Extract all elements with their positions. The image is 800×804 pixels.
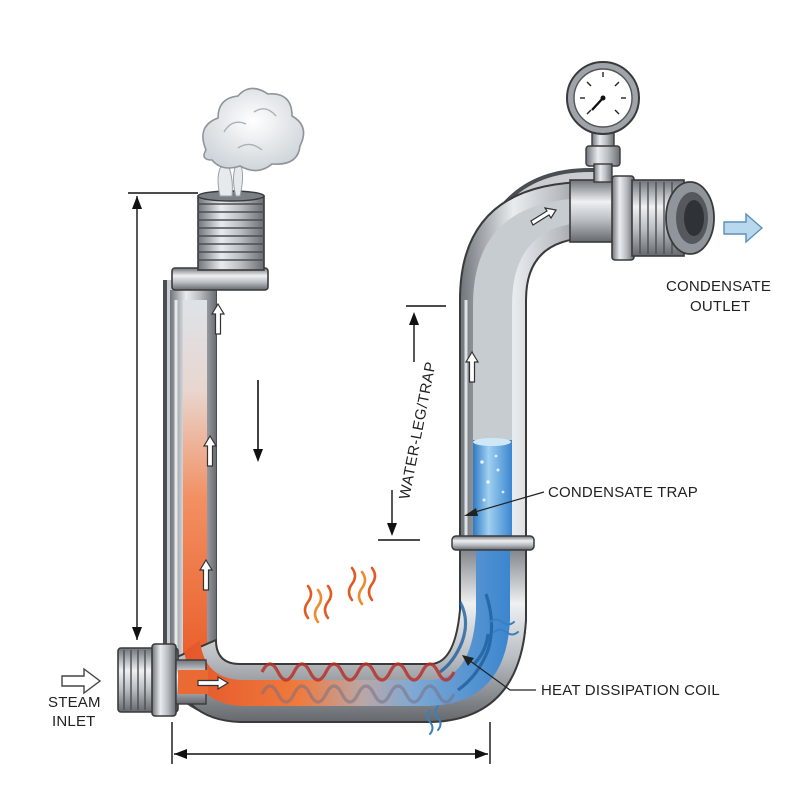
height-dimension	[128, 192, 198, 640]
condensate-outlet-label-line1: CONDENSATE	[666, 278, 771, 295]
steam-riser	[170, 290, 216, 680]
condensate-outlet-label-line2: OUTLET	[690, 298, 750, 315]
flow-arrow-icon	[197, 207, 557, 691]
width-dimension	[171, 722, 491, 764]
heat-dissipation-coil-label: HEAT DISSIPATION COIL	[541, 682, 720, 699]
pressure-gauge-icon	[566, 61, 640, 183]
heat-dissipation-coil	[260, 593, 494, 704]
water-leg-dimension: WATER-LEG/TRAP	[378, 305, 446, 541]
steam-cloud-icon	[202, 87, 305, 197]
condensate-trap-label: CONDENSATE TRAP	[548, 484, 698, 501]
bottom-section	[168, 539, 527, 723]
outlet-arrow-icon	[723, 212, 764, 244]
steam-inlet-label-line2: INLET	[52, 713, 96, 730]
down-arrow	[253, 380, 263, 462]
water-bubbles	[480, 454, 505, 502]
inlet-arrow-icon	[61, 667, 102, 695]
top-threaded-fitting	[171, 190, 269, 291]
steam-inlet-fitting	[117, 643, 208, 717]
outlet-fitting	[569, 175, 715, 261]
water-leg-riser	[451, 181, 613, 551]
heat-wave-icon	[303, 566, 377, 624]
steam-inlet-label-line1: STEAM	[48, 694, 101, 711]
cooling-wave-icon	[426, 618, 519, 735]
water-leg-label: WATER-LEG/TRAP	[396, 360, 439, 501]
